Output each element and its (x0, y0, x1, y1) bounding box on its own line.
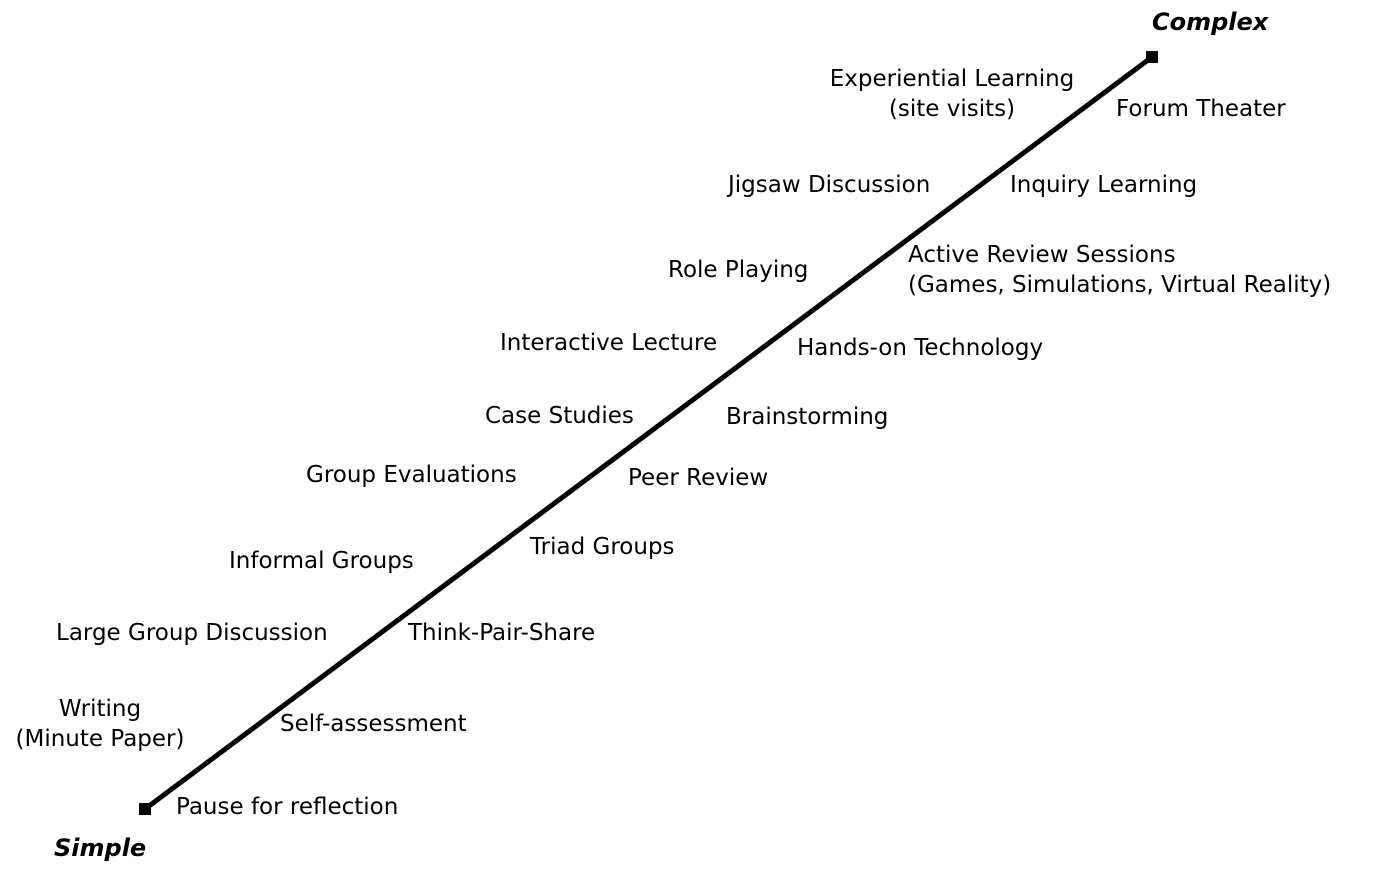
brainstorming-label: Brainstorming (726, 404, 889, 430)
large-group-discussion-label: Large Group Discussion (56, 620, 328, 646)
role-playing-label: Role Playing (668, 257, 809, 283)
writing-line2: (Minute Paper) (15, 726, 185, 752)
writing-label: Writing (Minute Paper) (2, 694, 198, 754)
active-review-sessions-label: Active Review Sessions (Games, Simulatio… (908, 240, 1331, 300)
interactive-lecture-label: Interactive Lecture (500, 330, 718, 356)
simple-end-label: Simple (54, 834, 147, 862)
experiential-learning-line1: Experiential Learning (829, 66, 1075, 92)
triad-groups-label: Triad Groups (530, 534, 675, 560)
think-pair-share-label: Think-Pair-Share (408, 620, 596, 646)
pause-for-reflection-label: Pause for reflection (176, 794, 399, 820)
active-review-line2: (Games, Simulations, Virtual Reality) (908, 272, 1332, 298)
active-review-line1: Active Review Sessions (908, 242, 1176, 268)
hands-on-technology-label: Hands-on Technology (797, 335, 1044, 361)
informal-groups-label: Informal Groups (229, 548, 414, 574)
self-assessment-label: Self-assessment (280, 711, 467, 737)
axis-line (143, 54, 1154, 812)
forum-theater-label: Forum Theater (1116, 96, 1286, 122)
group-evaluations-label: Group Evaluations (306, 462, 517, 488)
inquiry-learning-label: Inquiry Learning (1010, 172, 1198, 198)
experiential-learning-label: Experiential Learning (site visits) (818, 64, 1086, 124)
simple-endpoint-marker (139, 803, 151, 815)
writing-line1: Writing (58, 696, 142, 722)
peer-review-label: Peer Review (628, 465, 769, 491)
experiential-learning-line2: (site visits) (888, 96, 1016, 122)
complex-endpoint-marker (1146, 51, 1158, 63)
jigsaw-discussion-label: Jigsaw Discussion (728, 172, 931, 198)
complex-end-label: Complex (1152, 8, 1269, 36)
case-studies-label: Case Studies (485, 403, 634, 429)
